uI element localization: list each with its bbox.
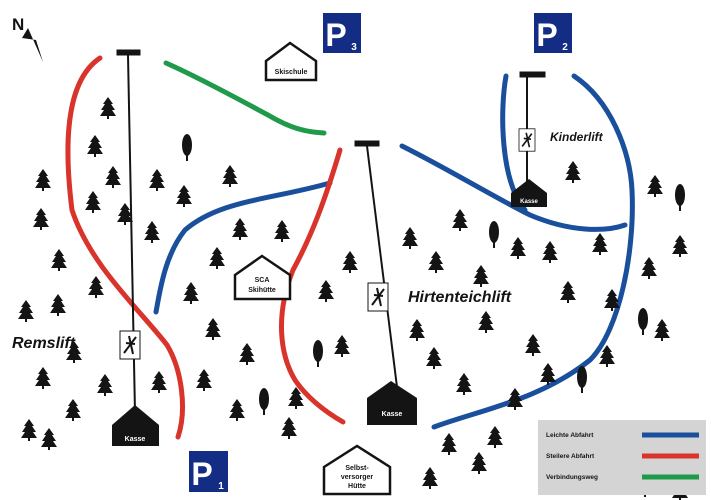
blue-run-remslift-cross (153, 180, 333, 315)
huette-label-3: Hütte (348, 483, 366, 490)
parking-p3-letter: P (325, 17, 346, 53)
remslift-skier-icon (119, 330, 141, 360)
legend-label-easy: Leichte Abfahrt (546, 432, 594, 439)
blue-run-kinder-right (431, 73, 635, 430)
kinder-label: Kinderlift (550, 130, 604, 144)
parking-p1-number: 1 (218, 481, 224, 492)
kasse-hirtenteich-label: Kasse (382, 411, 403, 418)
sca-skihuette-building: SCA Skihütte (233, 254, 292, 301)
remslift-label: Remslift (12, 335, 76, 352)
parking-p3-icon: P 3 (323, 13, 361, 53)
sca-label-1: SCA (255, 277, 270, 284)
red-run-remslift (65, 55, 185, 440)
legend-label-path: Verbindungsweg (546, 474, 598, 481)
legend-label-steep: Steilere Abfahrt (546, 453, 595, 460)
hirtenteich-line (354, 140, 398, 388)
parking-p3-number: 3 (351, 42, 357, 53)
green-connector (163, 60, 327, 136)
parking-p1-icon: P 1 (189, 451, 228, 492)
selbstversorger-huette: Selbst- versorger Hütte (322, 444, 392, 496)
hirtenteich-skier-icon (367, 282, 389, 312)
sca-label-2: Skihütte (248, 287, 276, 294)
piste-layer (65, 55, 635, 440)
north-label: N (12, 15, 24, 34)
parking-p1-letter: P (191, 456, 212, 492)
kasse-kinder: Kasse (511, 179, 547, 207)
skischule-label: Skischule (275, 69, 308, 76)
hirtenteich-label: Hirtenteichlift (408, 289, 512, 306)
lift-lines (116, 49, 546, 414)
kasse-remslift-label: Kasse (125, 436, 146, 443)
kasse-kinder-label: Kasse (520, 199, 538, 205)
kinder-line (519, 71, 546, 182)
north-arrow-icon: N (12, 15, 43, 62)
parking-p2-icon: P 2 (534, 13, 572, 53)
parking-p2-number: 2 (562, 42, 568, 53)
kasse-remslift: Kasse (112, 405, 159, 446)
blue-run-main (399, 143, 628, 232)
huette-label-2: versorger (341, 474, 374, 481)
kasse-hirtenteich: Kasse (367, 381, 417, 425)
red-run-hirtenteich (278, 147, 346, 425)
huette-label-1: Selbst- (345, 465, 369, 472)
skischule-building: Skischule (264, 41, 318, 82)
kinder-skier-icon (518, 128, 536, 152)
parking-p2-letter: P (536, 17, 557, 53)
legend: Leichte Abfahrt Steilere Abfahrt Verbind… (538, 420, 706, 495)
